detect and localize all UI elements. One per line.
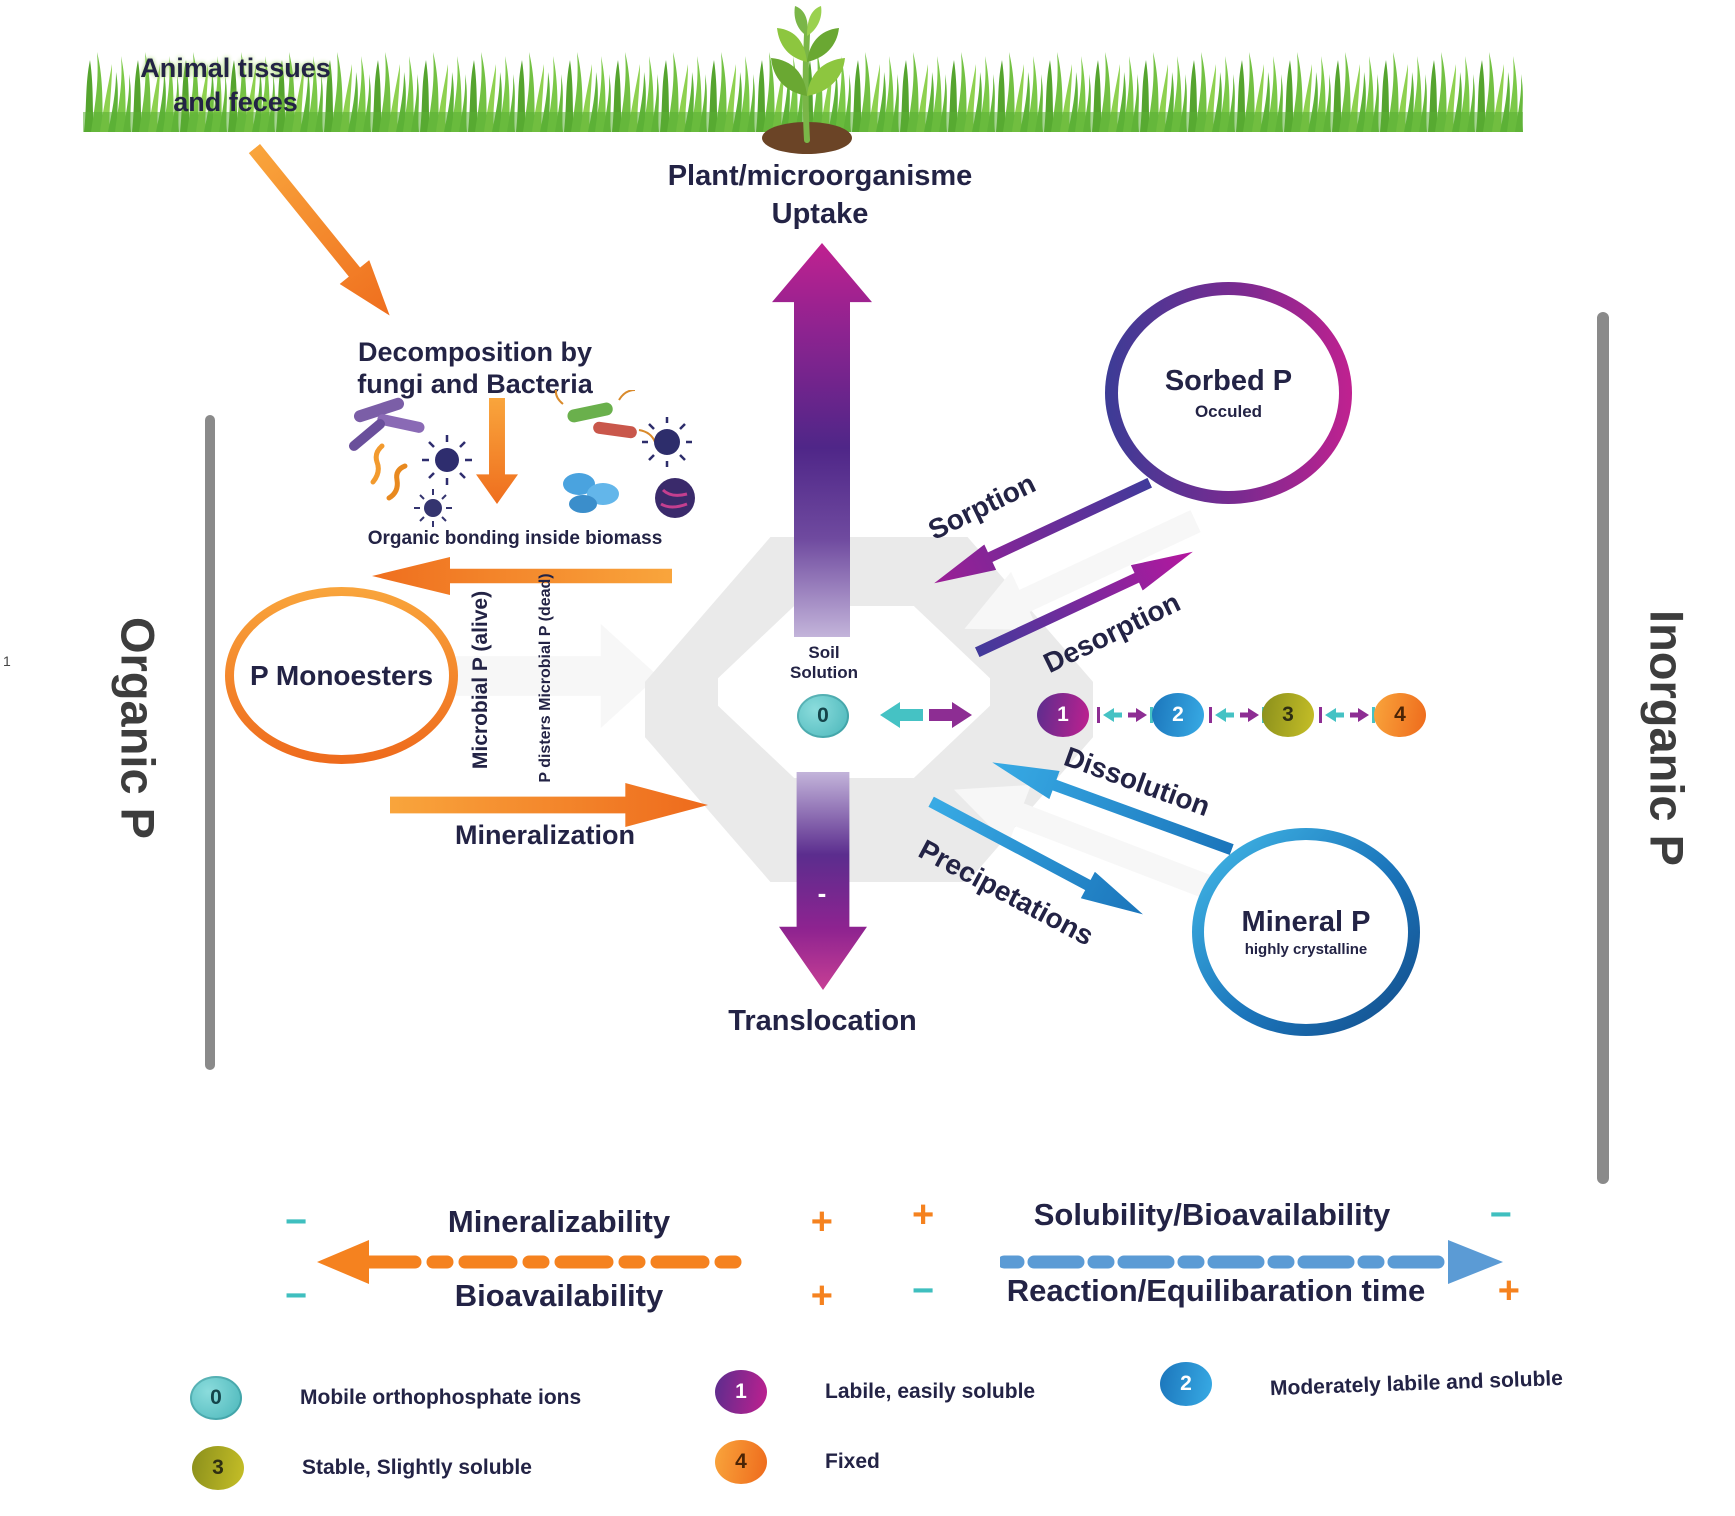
microbial-dead-label: P disters Microbial P (dead) bbox=[537, 573, 554, 783]
legend-item-0: 0 Mobile orthophosphate ions bbox=[190, 1376, 581, 1420]
legend-label-0: Mobile orthophosphate ions bbox=[300, 1386, 582, 1409]
decomposition-label: Decomposition by fungi and Bacteria bbox=[357, 337, 593, 400]
mineralizability-label: Mineralizability bbox=[447, 1204, 671, 1239]
legend-label-2: Moderately labile and soluble bbox=[1269, 1366, 1564, 1401]
solubility-plus: + bbox=[912, 1194, 935, 1236]
precipitation-label: Precipetations bbox=[913, 833, 1099, 952]
legend-item-4: 4 Fixed bbox=[715, 1440, 880, 1484]
mineralization-label: Mineralization bbox=[454, 820, 636, 850]
legend-circle-0: 0 bbox=[190, 1376, 242, 1420]
legend-circle-1: 1 bbox=[715, 1370, 767, 1414]
sorbed-p-title: Sorbed P bbox=[1164, 364, 1293, 397]
pool-connector-3-4 bbox=[1319, 707, 1375, 723]
legend-circle-4: 4 bbox=[715, 1440, 767, 1484]
reaction-minus: − bbox=[912, 1270, 935, 1312]
translocation-label: Translocation bbox=[728, 1005, 917, 1037]
animal-tissues-label: Animal tissues and feces bbox=[140, 53, 331, 117]
sorbed-p-circle: Sorbed P Occuled bbox=[1105, 282, 1352, 504]
solubility-arrow bbox=[1000, 1240, 1503, 1284]
mineral-p-title: Mineral P bbox=[1241, 906, 1371, 938]
mineralizability-axis: − Mineralizability + bbox=[285, 1203, 833, 1241]
bioavailability-label: Bioavailability bbox=[454, 1278, 664, 1313]
bioavailability-minus: − bbox=[285, 1275, 308, 1317]
organic-divider-bar bbox=[205, 415, 215, 1070]
legend-label-4: Fixed bbox=[825, 1450, 880, 1473]
organic-p-side-label: Organic P bbox=[111, 616, 165, 840]
legend-circle-2: 2 bbox=[1160, 1362, 1212, 1406]
reaction-plus: + bbox=[1497, 1270, 1520, 1312]
sorbed-p-subtitle: Occuled bbox=[1194, 401, 1263, 421]
pool-connector-2-3 bbox=[1209, 707, 1265, 723]
desorption-label: Desorption bbox=[1038, 586, 1185, 679]
sorption-label: Sorption bbox=[923, 467, 1041, 546]
p-monoesters-circle: P Monoesters bbox=[225, 587, 458, 764]
mineral-p-circle: Mineral P highly crystalline bbox=[1192, 828, 1420, 1036]
pool-circle-4: 4 bbox=[1374, 693, 1426, 737]
legend-item-2: 2 Moderately labile and soluble bbox=[1160, 1362, 1563, 1406]
organic-bonding-label: Organic bonding inside biomass bbox=[367, 528, 663, 549]
pool-connector-0-1 bbox=[880, 702, 972, 728]
reaction-label: Reaction/Equilibaration time bbox=[1006, 1273, 1426, 1308]
biomass-to-monoesters-arrow bbox=[372, 557, 672, 595]
mineralizability-plus: + bbox=[810, 1201, 833, 1243]
legend-circle-3: 3 bbox=[192, 1446, 244, 1490]
legend-item-1: 1 Labile, easily soluble bbox=[715, 1370, 1035, 1414]
edge-mark: 1 bbox=[3, 653, 11, 669]
microbial-alive-label: Microbial P (alive) bbox=[469, 590, 492, 770]
mineral-p-subtitle: highly crystalline bbox=[1244, 941, 1368, 958]
reaction-axis: − Reaction/Equilibaration time + bbox=[912, 1272, 1520, 1310]
legend-item-3: 3 Stable, Slightly soluble bbox=[192, 1446, 532, 1490]
p-monoesters-label: P Monoesters bbox=[249, 659, 434, 691]
inorganic-divider-bar bbox=[1597, 312, 1609, 1184]
plant-sprout-icon bbox=[762, 6, 852, 154]
legend-label-1: Labile, easily soluble bbox=[825, 1380, 1036, 1403]
pool-circle-3: 3 bbox=[1262, 693, 1314, 737]
inorganic-p-side-label: Inorganic P bbox=[1640, 610, 1694, 866]
solubility-minus: − bbox=[1489, 1194, 1512, 1236]
pool-circle-1: 1 bbox=[1037, 693, 1089, 737]
uptake-label: Plant/microorganisme Uptake bbox=[667, 160, 973, 230]
translocation-arrow-mark: - bbox=[817, 878, 827, 908]
bioavailability-plus: + bbox=[810, 1275, 833, 1317]
solubility-label: Solubility/Bioavailability bbox=[1033, 1197, 1391, 1232]
legend-label-3: Stable, Slightly soluble bbox=[302, 1456, 532, 1479]
solubility-axis: + Solubility/Bioavailability − bbox=[912, 1196, 1512, 1234]
pool-circle-2: 2 bbox=[1152, 693, 1204, 737]
pool-circle-0: 0 bbox=[797, 694, 849, 738]
pool-connector-1-2 bbox=[1097, 707, 1153, 723]
bioavailability-axis: − Bioavailability + bbox=[285, 1277, 833, 1315]
microbes-illustration bbox=[348, 390, 695, 527]
mineralizability-arrow bbox=[317, 1240, 755, 1284]
mineralizability-minus: − bbox=[285, 1201, 308, 1243]
animal-to-decomposition-arrow bbox=[240, 136, 405, 327]
soil-solution-label: Soil Solution bbox=[790, 643, 858, 683]
